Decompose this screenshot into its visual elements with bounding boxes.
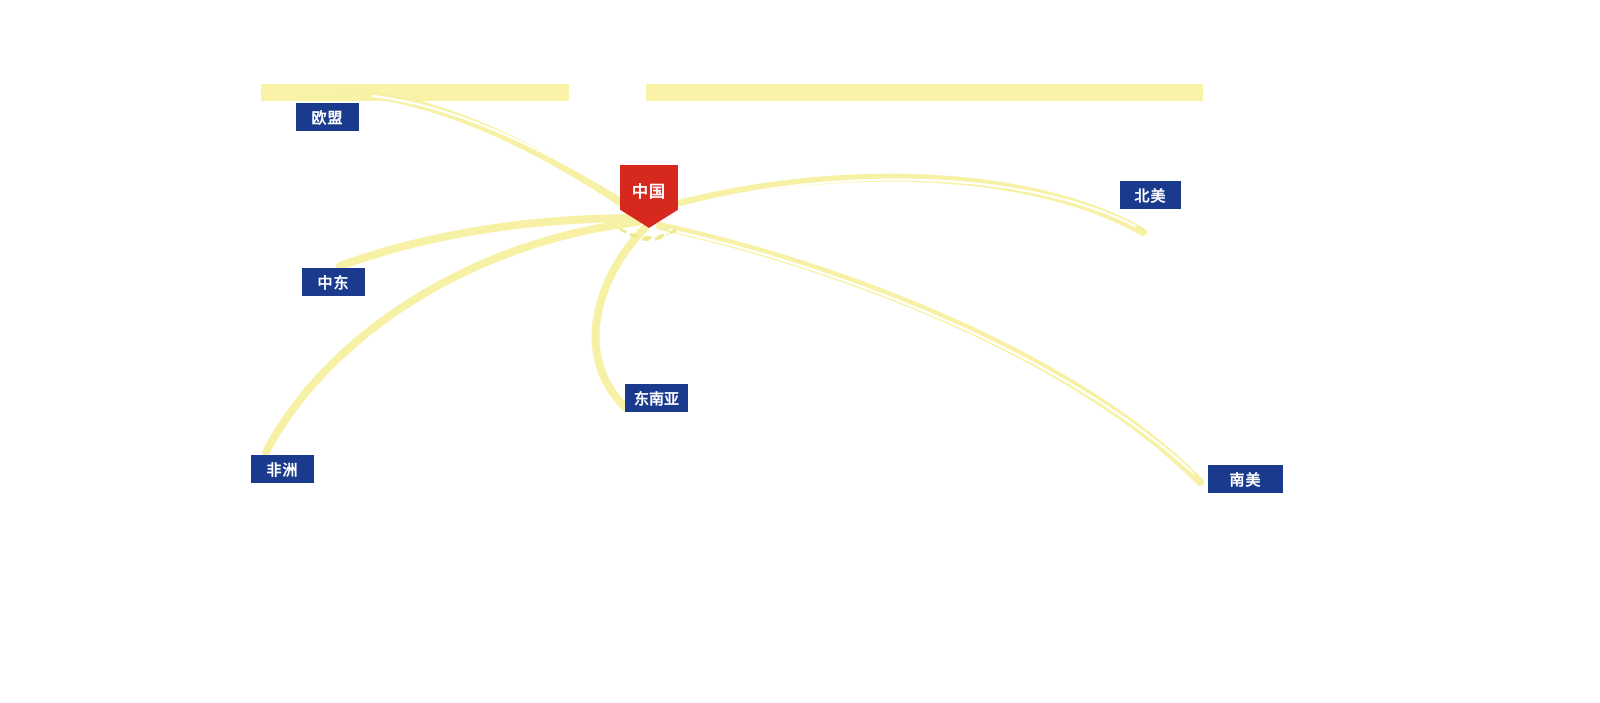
region-tag-south-america: 南美: [1208, 465, 1283, 493]
hub-ripple-outer-arc: [619, 227, 679, 239]
region-tag-eu: 欧盟: [296, 103, 359, 131]
route-africa-line: [262, 218, 642, 456]
region-tag-africa: 非洲: [251, 455, 314, 483]
route-north-america-line: [659, 173, 1147, 236]
hub-label: 中国: [631, 184, 666, 201]
route-middle-east-line: [336, 214, 637, 270]
hub-ripple-inner-arc: [629, 232, 669, 241]
top-ribbon: [261, 84, 1203, 101]
route-eu-line: [333, 87, 642, 218]
route-eu-split: [370, 94, 632, 204]
region-tag-north-america: 北美: [1120, 181, 1181, 209]
route-south-america-line: [656, 222, 1204, 486]
route-north-america-split: [672, 178, 1137, 228]
region-tag-southeast-asia: 东南亚: [625, 384, 688, 412]
top-ribbon-gap: [569, 83, 646, 102]
route-south-america-split: [668, 228, 1195, 475]
route-southeast-asia-line: [591, 224, 649, 411]
region-tag-middle-east: 中东: [302, 268, 365, 296]
